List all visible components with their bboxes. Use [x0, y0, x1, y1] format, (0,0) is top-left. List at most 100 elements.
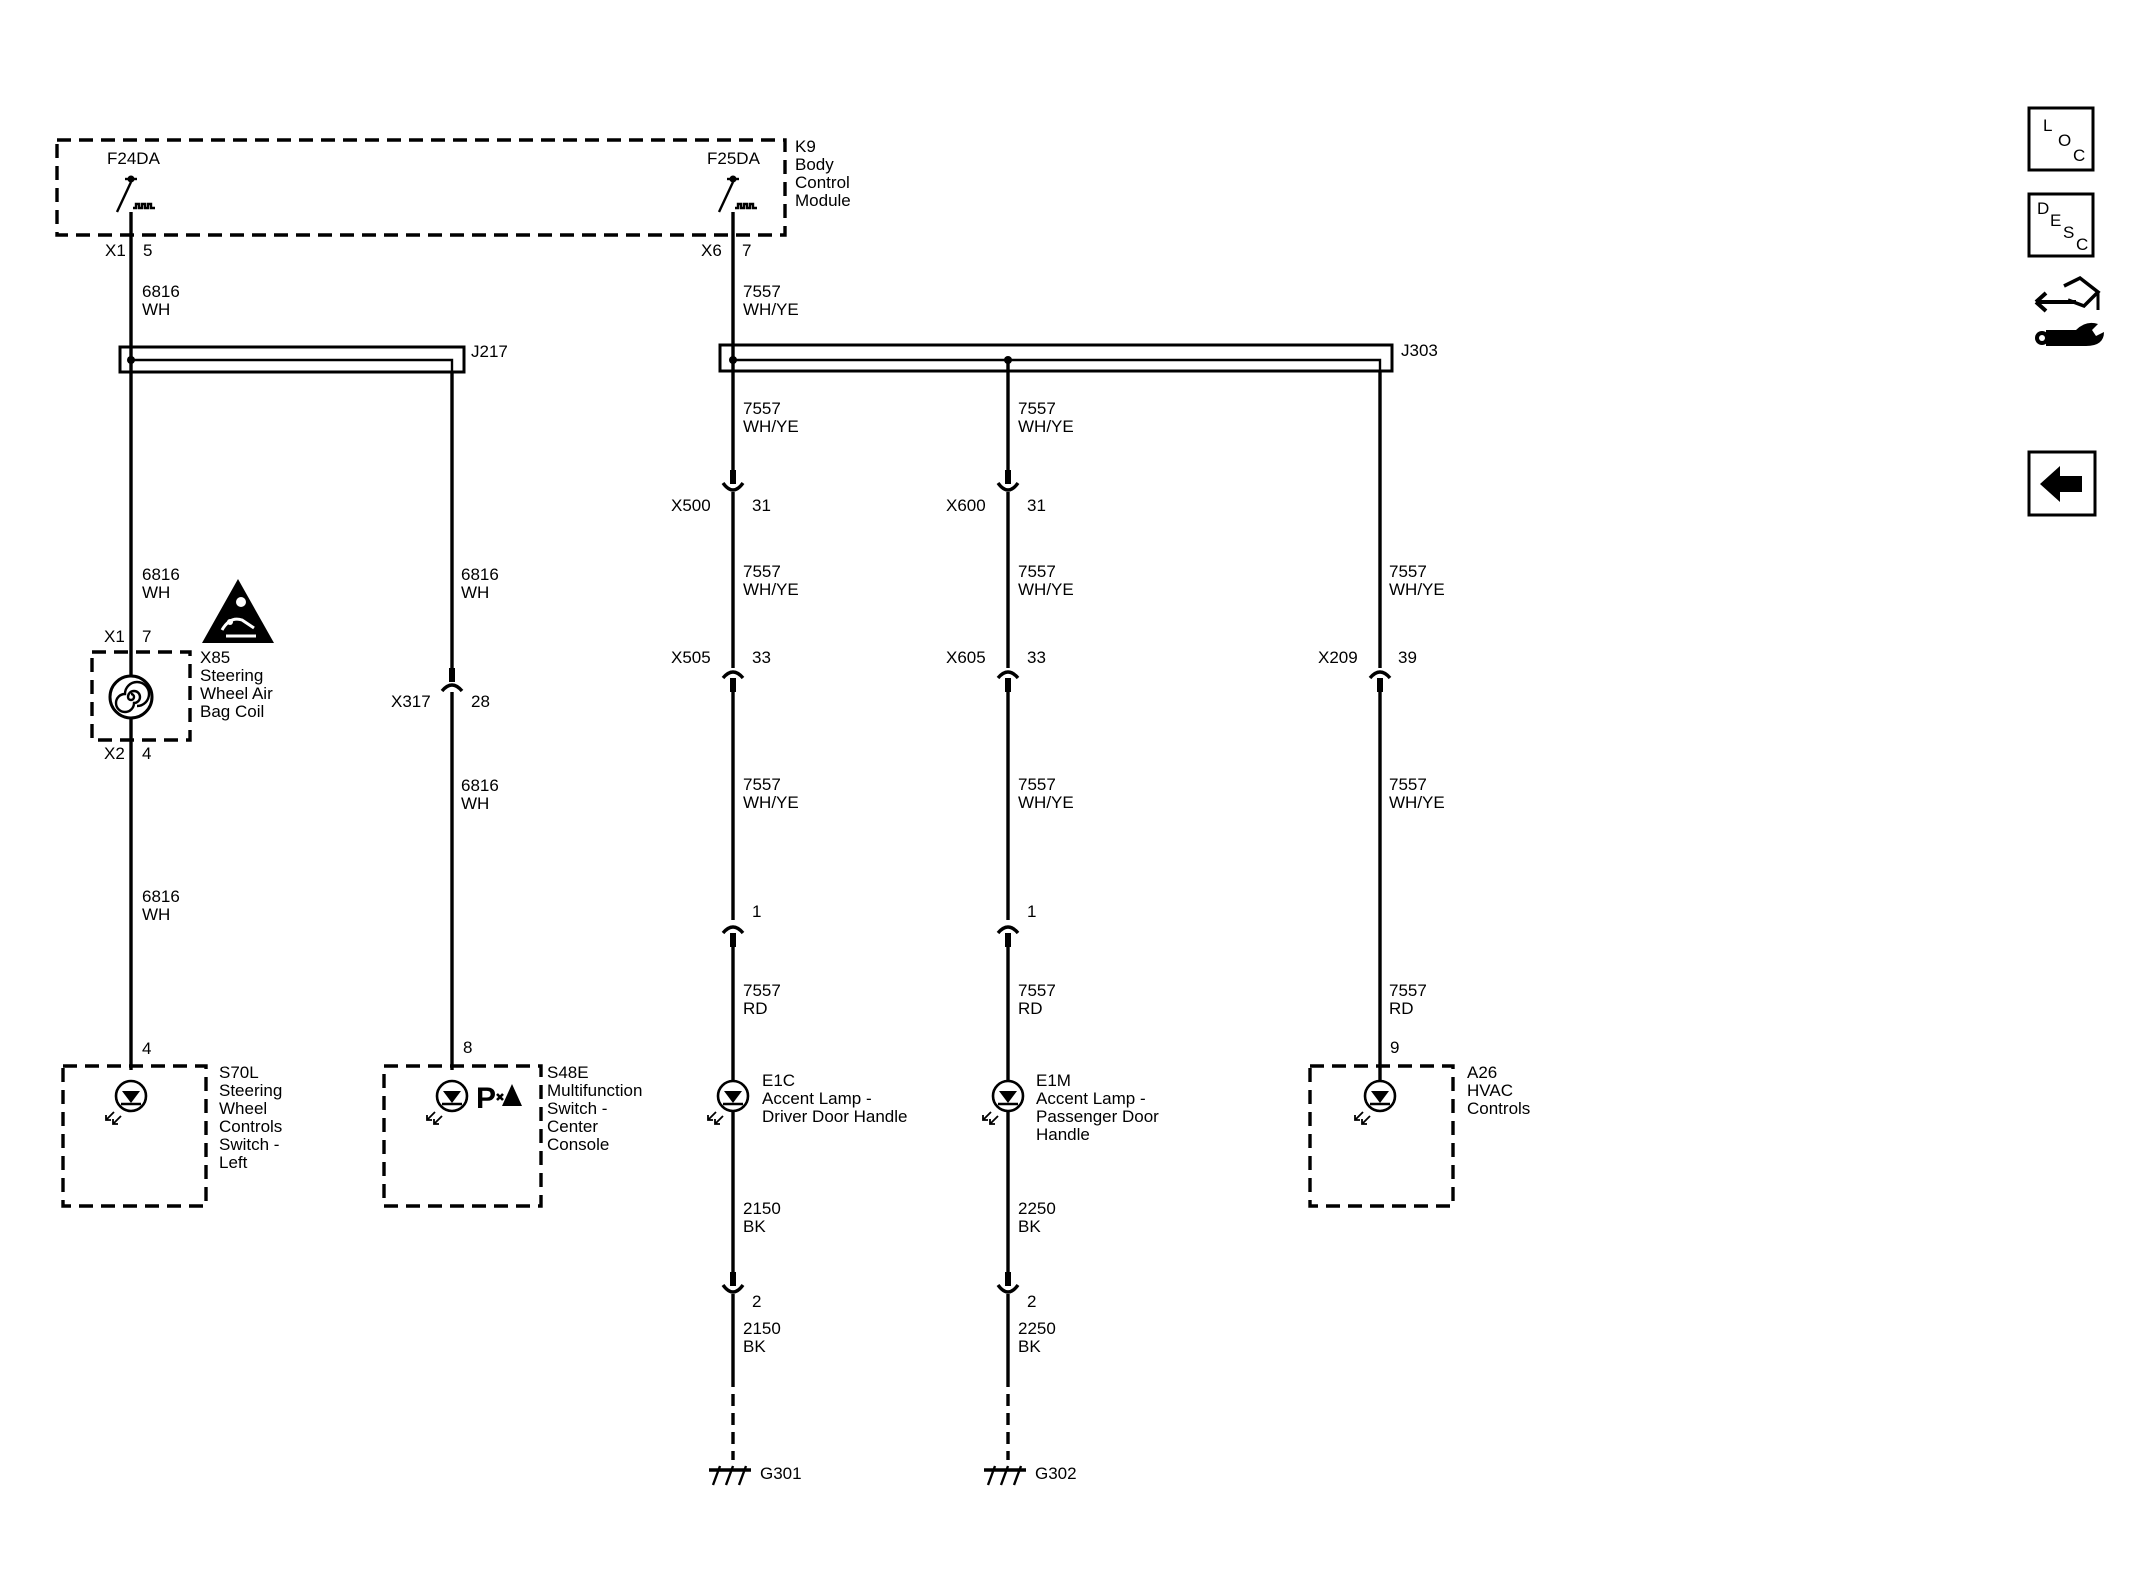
switch-desc-2: Wheel — [219, 1099, 267, 1118]
module-conn-1: X1 — [105, 241, 126, 260]
switch-desc-5: Left — [219, 1153, 248, 1172]
wire-label-num: 7557 — [743, 562, 781, 581]
connector-name: X317 — [391, 692, 431, 711]
splice-label: J303 — [1401, 341, 1438, 360]
ground-label: G301 — [760, 1464, 802, 1483]
switch-desc-4: Switch - — [219, 1135, 279, 1154]
wire-label-color: WH/YE — [743, 793, 799, 812]
circuit-6816-s48e: 6816 WH X317 28 6816 WH 8 P S48E Multifu… — [382, 372, 642, 1208]
wire-label-num: 6816 — [142, 282, 180, 301]
fuse-element-icon — [133, 202, 155, 210]
switch-outline — [382, 1064, 543, 1208]
switch-name: S48E — [547, 1063, 589, 1082]
fuse-f24da: F24DA — [107, 149, 161, 236]
connector-icon — [721, 670, 745, 680]
light-rays-icon — [1354, 1111, 1371, 1125]
connector-icon — [440, 683, 464, 693]
warning-triangle-icon — [502, 1084, 522, 1106]
coil-bot-pin: 4 — [142, 744, 151, 763]
module-pin-1: 5 — [143, 241, 152, 260]
airbag-coil-x85: X1 7 X2 4 X85 Steering Wheel Air Bag Coi… — [90, 579, 274, 763]
pin-label: 1 — [1027, 902, 1036, 921]
wire-label-color: WH/YE — [743, 580, 799, 599]
coil-desc-2: Wheel Air — [200, 684, 273, 703]
connector-icon — [721, 925, 745, 935]
module-name: K9 — [795, 137, 816, 156]
pin-label: 1 — [752, 902, 761, 921]
switch-name: S70L — [219, 1063, 259, 1082]
pin-label: 2 — [752, 1292, 761, 1311]
airbag-warning-icon — [202, 579, 274, 643]
circuit-6816: 6816 WH J217 6816 WH X1 7 X2 4 X85 Steer… — [61, 236, 508, 1208]
switch-s48e: 8 P S48E Multifunction Switch - Center C… — [382, 1038, 642, 1208]
connector-icon — [721, 481, 745, 492]
coil-bot-conn: X2 — [104, 744, 125, 763]
wire-label-num: 6816 — [461, 776, 499, 795]
connector-x209: X209 39 — [1318, 648, 1417, 692]
branch-passenger-door: 7557 WH/YE X600 31 7557 WH/YE X605 33 75… — [946, 360, 1159, 1486]
lamp-e1m: E1M Accent Lamp - Passenger Door Handle — [982, 1071, 1159, 1144]
connector-info-button[interactable] — [2024, 270, 2104, 352]
wire-label-color: WH/YE — [1018, 793, 1074, 812]
connector-icon — [996, 670, 1020, 680]
lamp-desc-2: Driver Door Handle — [762, 1107, 908, 1126]
connector-name: X600 — [946, 496, 986, 515]
connector-name: X505 — [671, 648, 711, 667]
connector-x600: X600 31 — [946, 470, 1046, 515]
coil-spiral-icon — [114, 680, 151, 714]
location-button[interactable]: L O C — [2027, 106, 2095, 172]
connector-wrench-icon — [2034, 275, 2104, 346]
connector-x505: X505 33 — [671, 648, 771, 692]
lamp-pin-bottom: 2 — [721, 1272, 761, 1311]
light-rays-icon — [105, 1111, 122, 1125]
light-rays-icon — [982, 1111, 999, 1125]
wire-label-color: WH — [461, 583, 489, 602]
pin-label: 2 — [1027, 1292, 1036, 1311]
wire-label-color: RD — [1389, 999, 1414, 1018]
module-pin: 9 — [1390, 1038, 1399, 1057]
wire-label-num: 2250 — [1018, 1199, 1056, 1218]
connector-x500: X500 31 — [671, 470, 771, 515]
switch-desc-3: Center — [547, 1117, 598, 1136]
light-rays-icon — [707, 1111, 724, 1125]
connector-name: X209 — [1318, 648, 1358, 667]
circuit-7557: 7557 WH/YE J303 — [718, 236, 1438, 373]
wire-label-num: 2150 — [743, 1319, 781, 1338]
connector-pin: 31 — [752, 496, 771, 515]
back-button[interactable] — [2027, 450, 2097, 517]
connector-x605: X605 33 — [946, 648, 1046, 692]
module-pin-2: 7 — [742, 241, 751, 260]
wire-label-color: BK — [743, 1337, 766, 1356]
body-control-module: K9 Body Control Module F24DA F25DA X1 5 … — [55, 137, 851, 260]
fuse-element-icon — [735, 202, 757, 210]
wire-label-color: WH/YE — [1018, 417, 1074, 436]
coil-desc-1: Steering — [200, 666, 263, 685]
splice-box — [718, 343, 1394, 373]
wire-label-num: 7557 — [743, 775, 781, 794]
wire-label-num: 7557 — [1018, 562, 1056, 581]
connector-icon — [721, 1283, 745, 1294]
module-outline — [55, 138, 787, 237]
wire-label-color: BK — [1018, 1337, 1041, 1356]
fuse-label-1: F24DA — [107, 149, 161, 168]
desc-letter-d: D — [2037, 199, 2049, 218]
switch-desc-3: Controls — [219, 1117, 282, 1136]
module-name: A26 — [1467, 1063, 1497, 1082]
lamp-e1c: E1C Accent Lamp - Driver Door Handle — [707, 1071, 908, 1126]
lamp-pin-top: 1 — [721, 902, 761, 947]
wire-label-color: WH — [142, 905, 170, 924]
wire-label-color: WH/YE — [1389, 793, 1445, 812]
fuse-f25da: F25DA — [707, 149, 761, 236]
switch-desc-1: Multifunction — [547, 1081, 642, 1100]
coil-name: X85 — [200, 648, 230, 667]
wire-label-color: BK — [1018, 1217, 1041, 1236]
coil-outline — [90, 650, 192, 742]
desc-letter-s: S — [2063, 223, 2074, 242]
connector-pin: 33 — [1027, 648, 1046, 667]
loc-letter-o: O — [2058, 131, 2071, 150]
switch-desc-2: Switch - — [547, 1099, 607, 1118]
description-button[interactable]: D E S C — [2027, 192, 2095, 258]
park-glyph: P — [476, 1082, 496, 1115]
wire-label-color: BK — [743, 1217, 766, 1236]
